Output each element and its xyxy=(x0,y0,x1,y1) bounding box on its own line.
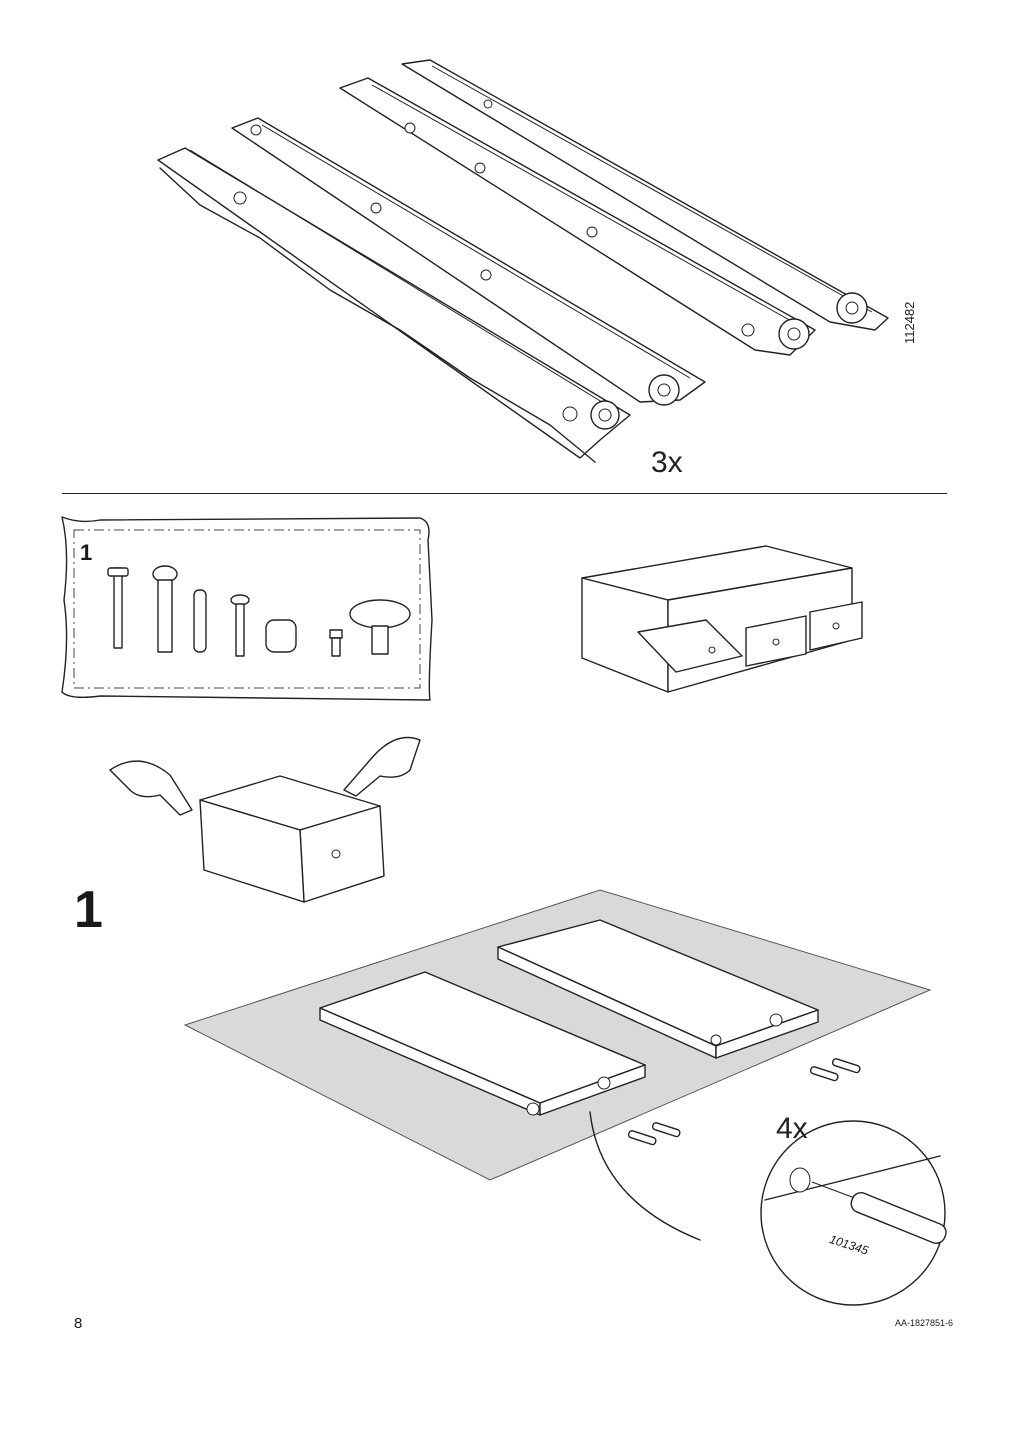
step-number: 1 xyxy=(74,881,103,939)
step-1-assembly-illustration xyxy=(183,889,947,1306)
wood-dowel xyxy=(809,1066,839,1082)
rail-quantity: 3x xyxy=(651,446,683,479)
hardware-bag xyxy=(61,516,433,701)
wood-dowel xyxy=(831,1058,861,1074)
article-number: 112482 xyxy=(902,301,917,344)
tv-bench-overview xyxy=(581,545,863,693)
wood-dowel xyxy=(850,1192,947,1244)
cam-lock-icon xyxy=(265,619,297,653)
drawer-panel xyxy=(497,919,819,1059)
drawer-handling-illustration xyxy=(109,736,421,903)
drawer xyxy=(199,775,385,903)
hand-icon xyxy=(343,736,421,797)
open-drawer xyxy=(637,619,743,673)
wood-dowel xyxy=(651,1122,681,1138)
knob-icon xyxy=(349,599,411,655)
screw-icon xyxy=(230,594,250,657)
drawer-rails-illustration xyxy=(157,59,889,463)
drawer-rail-1 xyxy=(157,147,631,463)
document-id: AA-1827851-6 xyxy=(895,1318,954,1328)
drawer-rail-2 xyxy=(231,117,706,406)
wood-dowel-stud-icon xyxy=(152,565,178,653)
hardware-bag-number: 1 xyxy=(80,540,93,565)
small-screw-icon xyxy=(329,629,343,657)
drawer xyxy=(745,615,807,667)
drawer-rail-3 xyxy=(339,77,816,356)
wood-dowel xyxy=(627,1130,657,1146)
page-number: 8 xyxy=(74,1315,83,1332)
drawer-panel xyxy=(319,971,646,1116)
drawer xyxy=(809,601,863,651)
dowel-quantity: 4x xyxy=(776,1112,808,1145)
dowel-detail-circle xyxy=(760,1120,947,1306)
drawer-rail-4 xyxy=(401,59,889,331)
connector-bolt-icon xyxy=(107,567,129,649)
section-divider xyxy=(62,493,947,494)
hand-icon xyxy=(109,760,193,816)
wood-dowel-icon xyxy=(193,589,207,653)
